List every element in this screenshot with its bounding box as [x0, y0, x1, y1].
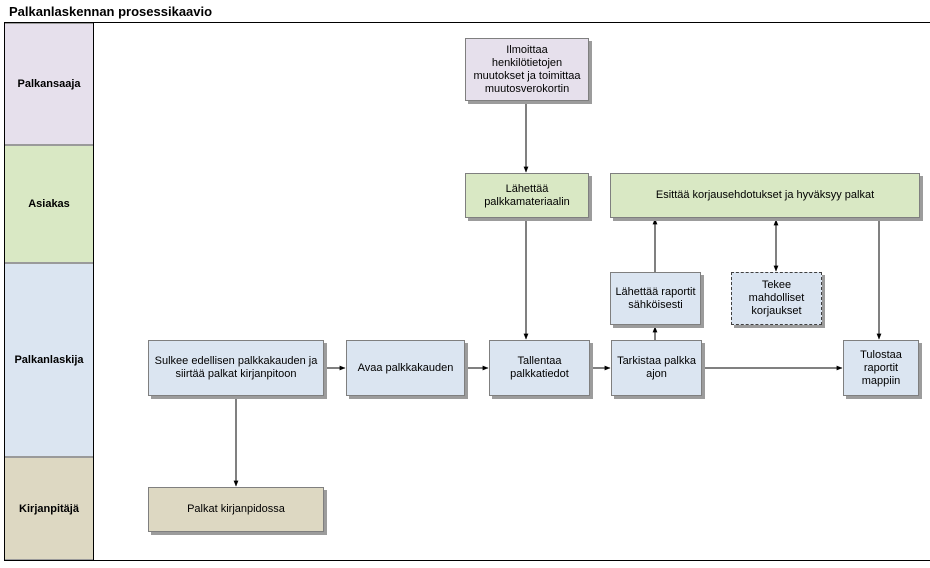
diagram-frame — [4, 22, 930, 561]
node-ilmoittaa: Ilmoittaa henkilötietojen muutokset ja t… — [465, 38, 589, 101]
node-tekee: Tekee mahdolliset korjaukset — [731, 272, 822, 325]
lane-palkansaaja: Palkansaaja — [5, 23, 93, 145]
diagram-title: Palkanlaskennan prosessikaavio — [9, 4, 213, 19]
lane-label-kirjanpitaja: Kirjanpitäjä — [19, 502, 79, 515]
node-avaa: Avaa palkkakauden — [346, 340, 465, 396]
lane-divider — [93, 22, 94, 561]
node-esittaa: Esittää korjausehdotukset ja hyväksyy pa… — [610, 173, 920, 218]
node-tarkistaa: Tarkistaa palkka ajon — [611, 340, 702, 396]
lane-label-asiakas: Asiakas — [28, 198, 70, 210]
lane-kirjanpitaja: Kirjanpitäjä — [5, 457, 93, 560]
lane-label-palkanlaskija: Palkanlaskija — [14, 354, 84, 366]
node-lahettaa-raportit: Lähettää raportit sähköisesti — [610, 272, 701, 325]
node-tulostaa: Tulostaa raportit mappiin — [843, 340, 919, 396]
lane-asiakas: Asiakas — [5, 145, 93, 263]
lane-label-palkansaaja: Palkansaaja — [17, 78, 81, 90]
node-sulkee: Sulkee edellisen palkkakauden ja siirtää… — [148, 340, 324, 396]
node-lahettaa-palkkamateriaalin: Lähettää palkkamateriaalin — [465, 173, 589, 218]
node-tallentaa: Tallentaa palkkatiedot — [489, 340, 590, 396]
lane-palkanlaskija: Palkanlaskija — [5, 263, 93, 457]
node-palkat-kirjanpidossa: Palkat kirjanpidossa — [148, 487, 324, 532]
